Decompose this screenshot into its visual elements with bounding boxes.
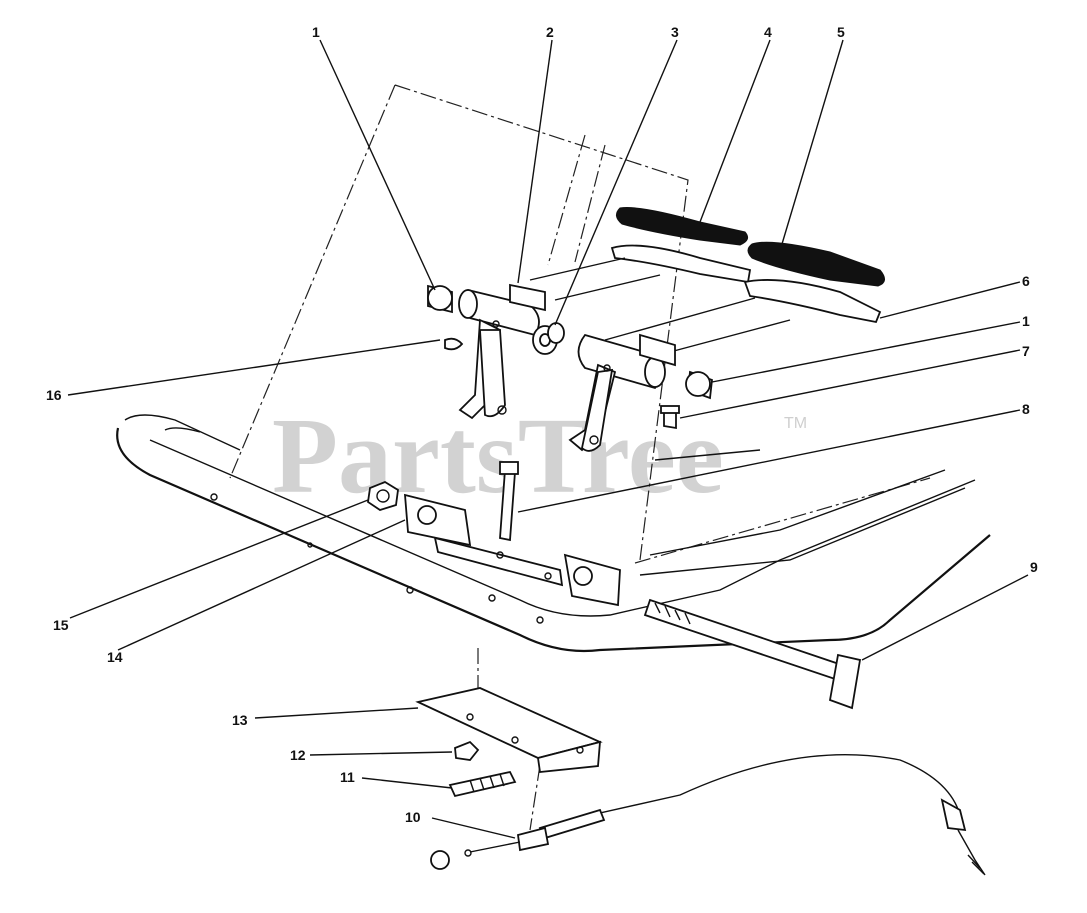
callout-1: 1	[312, 24, 320, 40]
pedal-pad-right	[747, 241, 885, 287]
pedal-pads	[616, 207, 885, 287]
callout-6: 6	[1022, 273, 1030, 289]
callout-2: 2	[546, 24, 554, 40]
lower-plate	[415, 687, 603, 798]
pivot-bracket	[367, 461, 621, 607]
callout-7: 7	[1022, 343, 1030, 359]
callout-14: 14	[107, 649, 123, 665]
leader-lines	[67, 39, 1029, 839]
callout-13: 13	[232, 712, 248, 728]
callout-11: 11	[340, 769, 355, 785]
callout-12: 12	[290, 747, 306, 763]
right-pedal-assembly	[568, 333, 676, 452]
rod	[643, 598, 862, 710]
cable-assembly	[430, 753, 986, 876]
callout-9: 9	[1030, 559, 1038, 575]
callout-15: 15	[53, 617, 69, 633]
bushings	[427, 284, 713, 400]
left-pedal-assembly	[458, 283, 546, 420]
callout-10: 10	[405, 809, 421, 825]
callout-16: 16	[46, 387, 62, 403]
callout-5: 5	[837, 24, 845, 40]
watermark-text: PartsTree	[272, 397, 724, 516]
callout-labels: 1 2 3 4 5 6 1 7 8 9 10 11 12 13 14 15 16	[46, 24, 1038, 825]
frame	[116, 414, 991, 653]
callout-3: 3	[671, 24, 679, 40]
small-hardware	[444, 337, 680, 430]
body-panel-outline	[229, 84, 931, 831]
pedal-pad-left	[616, 207, 749, 246]
callout-8: 8	[1022, 401, 1030, 417]
callout-4: 4	[764, 24, 772, 40]
watermark-trademark: TM	[784, 415, 807, 432]
callout-1-right: 1	[1022, 313, 1030, 329]
pedal-plates	[529, 244, 882, 361]
